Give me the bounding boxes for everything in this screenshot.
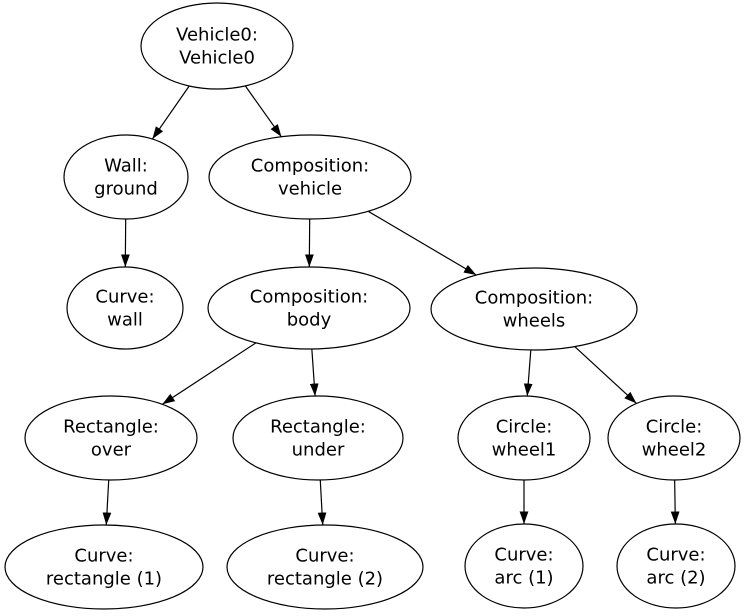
graph-node-circle-wheel1: Circle:wheel1 [457, 395, 591, 481]
node-label: Curve:arc (2) [646, 544, 705, 588]
node-label: Composition:wheels [475, 287, 593, 331]
graph-node-curve-arc1: Curve:arc (1) [464, 523, 584, 609]
node-label: Composition:vehicle [251, 155, 369, 199]
node-label: Curve:wall [95, 286, 154, 330]
node-ellipse [24, 395, 198, 481]
graph-edge-vehicle0-to-wall-ground [151, 85, 190, 140]
node-label: Circle:wheel1 [492, 416, 557, 460]
graph-node-wall-ground: Wall:ground [63, 134, 189, 220]
graph-edge-rect-over-to-curve-rect1 [102, 479, 112, 526]
graph-node-comp-body: Composition:body [207, 266, 411, 350]
graph-node-curve-rect1: Curve:rectangle (1) [4, 524, 204, 610]
graph-node-vehicle0: Vehicle0:Vehicle0 [140, 2, 294, 90]
graph-edge-comp-body-to-rect-under [309, 348, 319, 397]
graph-edge-comp-wheels-to-circle-wheel1 [523, 349, 533, 397]
graph-node-curve-wall: Curve:wall [66, 266, 184, 350]
graph-node-rect-under: Rectangle:under [232, 395, 404, 481]
node-label: Curve:rectangle (2) [267, 545, 383, 589]
graph-edge-rect-under-to-curve-rect2 [317, 479, 327, 526]
node-ellipse [430, 267, 638, 351]
node-ellipse [607, 395, 741, 481]
node-ellipse [207, 266, 411, 350]
node-label: Wall:ground [94, 155, 158, 199]
graph-node-rect-over: Rectangle:over [24, 395, 198, 481]
node-label: Rectangle:under [270, 416, 366, 460]
node-ellipse [66, 266, 184, 350]
node-ellipse [208, 134, 412, 220]
graph-edge-comp-wheels-to-circle-wheel2 [574, 346, 637, 404]
node-label: Vehicle0:Vehicle0 [176, 24, 258, 68]
edges-layer [102, 85, 680, 526]
node-label: Rectangle:over [63, 416, 159, 460]
node-ellipse [140, 2, 294, 90]
node-label: Curve:arc (1) [494, 544, 553, 588]
node-ellipse [63, 134, 189, 220]
graph-node-curve-rect2: Curve:rectangle (2) [226, 524, 424, 610]
graph-edge-vehicle0-to-comp-vehicle [244, 85, 282, 138]
graph-edge-comp-body-to-rect-over [161, 342, 257, 405]
node-label: Composition:body [250, 286, 368, 330]
graph-node-circle-wheel2: Circle:wheel2 [607, 395, 741, 481]
nodes-layer: Vehicle0:Vehicle0Wall:groundComposition:… [4, 2, 741, 610]
node-ellipse [232, 395, 404, 481]
node-ellipse [226, 524, 424, 610]
node-label: Curve:rectangle (1) [46, 545, 162, 589]
graph-node-curve-arc2: Curve:arc (2) [616, 523, 736, 609]
graph-edge-comp-vehicle-to-comp-wheels [367, 210, 477, 276]
graph-node-comp-vehicle: Composition:vehicle [208, 134, 412, 220]
node-ellipse [616, 523, 736, 609]
node-ellipse [4, 524, 204, 610]
node-label: Circle:wheel2 [642, 416, 707, 460]
graph-edge-circle-wheel2-to-curve-arc2 [670, 479, 680, 525]
graph-node-comp-wheels: Composition:wheels [430, 267, 638, 351]
node-ellipse [464, 523, 584, 609]
node-ellipse [457, 395, 591, 481]
